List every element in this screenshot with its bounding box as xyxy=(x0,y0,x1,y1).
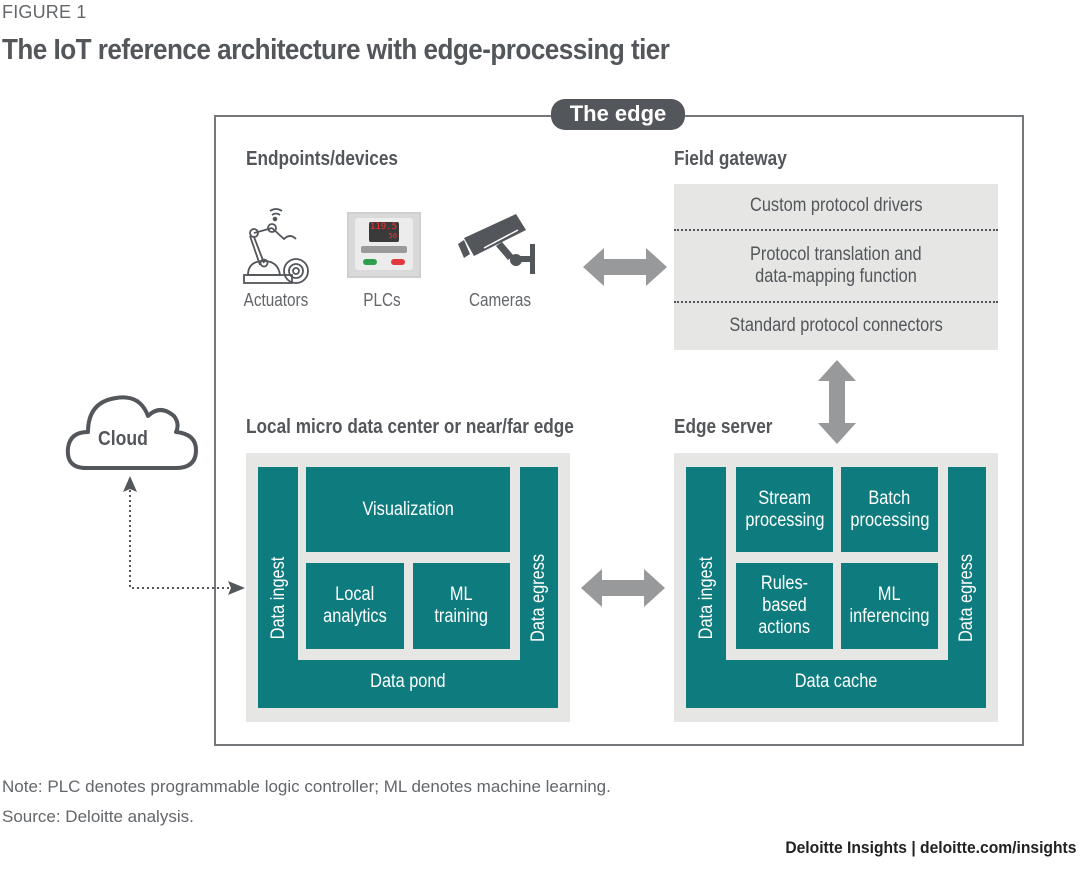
edge-label-badge: The edge xyxy=(551,99,685,130)
footnote-source: Source: Deloitte analysis. xyxy=(2,807,194,826)
bidirectional-arrow-vertical-icon xyxy=(818,360,856,444)
cloud-icon xyxy=(65,395,198,470)
data-ingest-label: Data ingest xyxy=(268,556,289,640)
data-egress-label: Data egress xyxy=(956,553,977,643)
endpoints-heading: Endpoints/devices xyxy=(246,148,398,170)
field-gateway-box: Custom protocol drivers Protocol transla… xyxy=(674,184,998,350)
visualization-block: Visualization xyxy=(306,467,510,552)
bidirectional-arrow-icon xyxy=(581,569,665,607)
robot-arm-icon xyxy=(243,208,309,284)
device-label-actuators: Actuators xyxy=(243,290,309,310)
cloud-connection-dotted-arrow xyxy=(123,476,245,595)
local-edge-heading: Local micro data center or near/far edge xyxy=(246,416,574,438)
gateway-layer-standard-connectors: Standard protocol connectors xyxy=(729,315,943,336)
security-camera-icon xyxy=(458,214,535,274)
footnote-note: Note: PLC denotes programmable logic con… xyxy=(2,777,611,796)
gateway-layer-custom-drivers: Custom protocol drivers xyxy=(749,195,923,216)
data-egress-label: Data egress xyxy=(528,553,549,643)
gateway-divider xyxy=(674,301,998,303)
data-cache-label: Data cache xyxy=(794,671,878,692)
plc-display-top: 119.5 xyxy=(369,222,397,232)
plc-controller-icon: 119.5 50 xyxy=(347,212,421,278)
gateway-layer-translation: Protocol translation and data-mapping fu… xyxy=(750,244,922,287)
plc-display-bottom: 50 xyxy=(388,232,397,240)
edge-server-heading: Edge server xyxy=(674,416,773,438)
data-ingest-label: Data ingest xyxy=(696,556,717,640)
figure-title: The IoT reference architecture with edge… xyxy=(2,34,670,66)
data-pond-label: Data pond xyxy=(370,671,446,692)
publisher-credit: Deloitte Insights | deloitte.com/insight… xyxy=(784,838,1076,857)
bidirectional-arrow-icon xyxy=(583,248,667,286)
cloud-label: Cloud xyxy=(98,428,148,450)
device-label-plcs: PLCs xyxy=(363,290,401,310)
figure-label: FIGURE 1 xyxy=(2,2,87,22)
device-label-cameras: Cameras xyxy=(468,290,532,310)
gateway-divider xyxy=(674,229,998,231)
field-gateway-heading: Field gateway xyxy=(674,148,787,170)
